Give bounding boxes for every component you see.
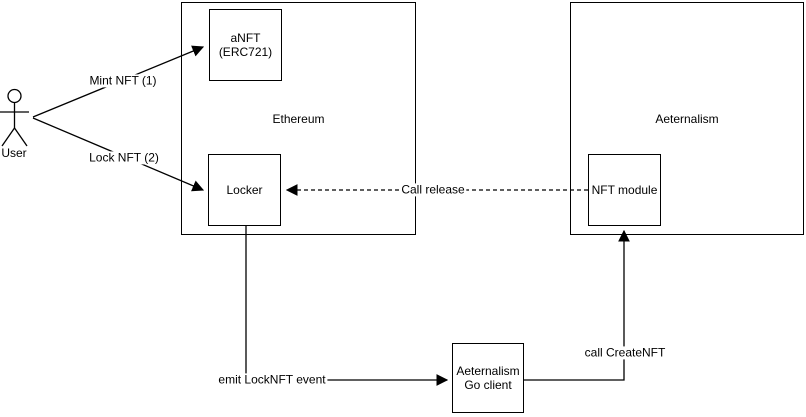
edge-label-emit-locknft: emit LockNFT event: [216, 372, 328, 387]
user-actor-label: User: [1, 146, 27, 160]
emit-locknft-arrow: [245, 226, 449, 386]
node-anft: aNFT (ERC721): [209, 9, 282, 81]
container-ethereum: Ethereum: [181, 2, 416, 235]
edge-label-mint-nft: Mint NFT (1): [87, 73, 159, 88]
node-nft-module: NFT module: [588, 154, 661, 226]
edge-label-call-createnft: call CreateNFT: [582, 345, 668, 360]
container-aeternalism: Aeternalism: [570, 2, 804, 235]
node-go-client: Aeternalism Go client: [452, 343, 524, 413]
container-ethereum-label: Ethereum: [272, 111, 325, 126]
call-createnft-arrow: [524, 229, 630, 381]
container-aeternalism-label: Aeternalism: [655, 111, 719, 126]
edge-label-lock-nft: Lock NFT (2): [87, 150, 161, 165]
node-locker: Locker: [208, 154, 281, 226]
edge-label-call-release: Call release: [399, 182, 467, 197]
user-actor-icon: [0, 88, 29, 147]
